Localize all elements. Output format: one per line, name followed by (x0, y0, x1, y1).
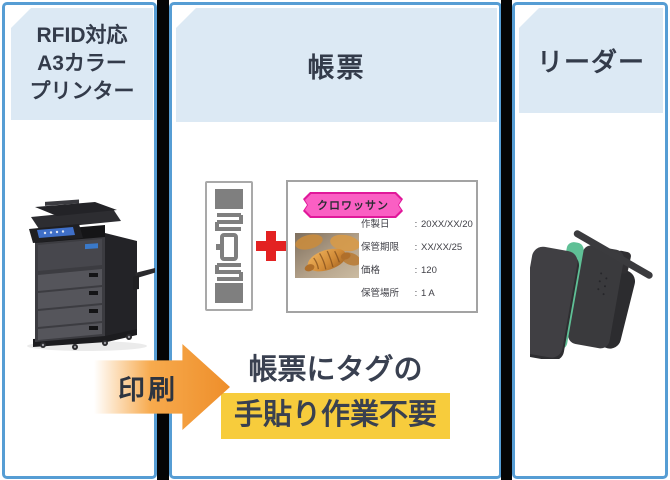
field-label: 保管場所 (361, 288, 400, 299)
rfid-tag-icon (205, 181, 253, 311)
handheld-reader-icon (516, 230, 653, 361)
printer-title-line3: プリンター (29, 80, 135, 103)
benefit-message-line2-highlighted: 手貼り作業不要 (220, 393, 450, 439)
print-arrow-label: 印刷 (118, 375, 178, 405)
product-label-card: クロワッサン (286, 180, 478, 313)
reader-panel: リーダー (512, 2, 668, 479)
plus-icon (256, 231, 286, 261)
product-name-badge: クロワッサン (303, 192, 403, 218)
printer-title-line1: RFID対応 (36, 24, 128, 47)
product-name: クロワッサン (317, 200, 389, 212)
field-value: 1 A (421, 288, 435, 299)
form-panel-title: 帳票 (176, 8, 497, 122)
field-label: 保管期限 (361, 242, 400, 253)
field-separator: : (414, 242, 418, 253)
column-divider (501, 0, 512, 480)
field-separator: : (414, 265, 418, 276)
benefit-message-line1: 帳票にタグの (248, 354, 423, 386)
printer-illustration (15, 193, 157, 351)
label-fields: 作製日 : 20XX/XX/20 保管期限 : XX/XX/25 価格 : 12… (361, 220, 473, 299)
form-panel: 帳票 クロワッサン (169, 2, 502, 479)
printer-panel-title: RFID対応 A3カラー プリンター (11, 8, 153, 120)
reader-panel-title: リーダー (519, 8, 663, 113)
field-value: 20XX/XX/20 (421, 219, 473, 230)
field-label: 作製日 (361, 219, 390, 230)
benefit-message: 帳票にタグの 手貼り作業不要 (172, 349, 499, 439)
column-divider (157, 0, 169, 480)
printer-icon (27, 199, 157, 351)
field-separator: : (414, 219, 418, 230)
croissant-photo (295, 233, 361, 278)
field-value: 120 (421, 265, 437, 276)
reader-illustration (516, 224, 665, 361)
field-value: XX/XX/25 (421, 242, 463, 253)
printer-title-line2: A3カラー (37, 52, 127, 75)
field-separator: : (414, 288, 418, 299)
field-label: 価格 (361, 265, 381, 276)
